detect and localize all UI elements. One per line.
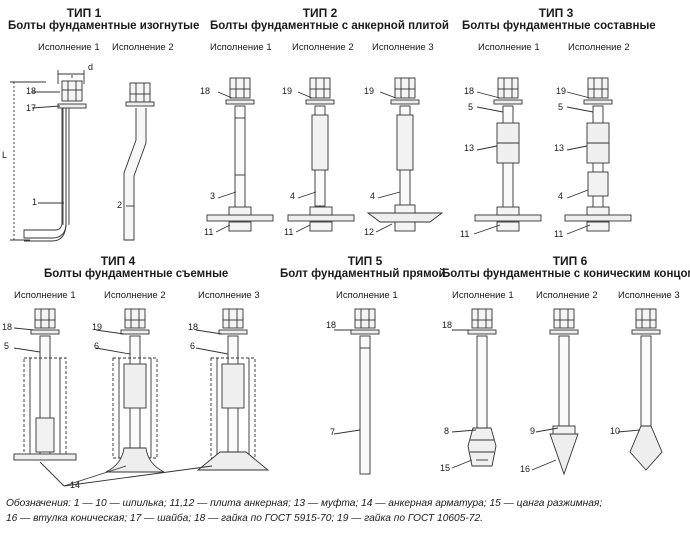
t4v2-callout-6: 6 xyxy=(94,341,100,351)
t1-variant-1: Исполнение 1 xyxy=(38,42,100,53)
legend-line-2: 16 — втулка коническая; 17 — шайба; 18 —… xyxy=(6,513,483,524)
t6-variant-1: Исполнение 1 xyxy=(452,290,514,301)
t2v2-callout-4: 4 xyxy=(290,191,296,201)
t4-subtitle: Болты фундаментные съемные xyxy=(44,268,229,280)
t1v2-bolt-drawing xyxy=(123,82,155,241)
t3-subtitle: Болты фундаментные составные xyxy=(462,20,656,32)
t4-variant-1: Исполнение 1 xyxy=(14,290,76,301)
t4v1-callout-5: 5 xyxy=(4,341,10,351)
t3v2-callout-19: 19 xyxy=(556,86,567,96)
t3-type-label: ТИП 3 xyxy=(538,6,574,20)
legend-line-1: Обозначения: 1 — 10 — шпилька; 11,12 — п… xyxy=(6,498,603,509)
t2-variant-1: Исполнение 1 xyxy=(210,42,272,53)
t5v1-callout-18: 18 xyxy=(326,320,337,330)
t3-variant-2: Исполнение 2 xyxy=(568,42,630,53)
t4-variant-2: Исполнение 2 xyxy=(104,290,166,301)
t4v2-callout-19: 19 xyxy=(92,322,103,332)
t4v2-bolt-drawing xyxy=(95,308,165,473)
t2-variant-2: Исполнение 2 xyxy=(292,42,354,53)
t4v3-callout-18: 18 xyxy=(188,322,199,332)
t6-subtitle: Болты фундаментные с коническим концом xyxy=(442,268,690,280)
t2v2-bolt-drawing xyxy=(287,77,355,233)
t2v1-callout-18: 18 xyxy=(200,86,211,96)
t2v3-callout-12: 12 xyxy=(364,227,375,237)
t5-subtitle: Болт фундаментный прямой xyxy=(280,268,446,280)
t3v1-bolt-drawing xyxy=(473,77,542,235)
t6v2-bolt-drawing xyxy=(531,308,579,476)
t2v1-callout-11: 11 xyxy=(204,227,214,237)
t5v1-callout-7: 7 xyxy=(330,427,336,437)
t1v1-callout-17: 17 xyxy=(26,103,37,113)
t1v1-bolt-drawing xyxy=(10,70,87,242)
t6-variant-3: Исполнение 3 xyxy=(618,290,680,301)
t4v3-callout-6: 6 xyxy=(190,341,196,351)
t3v1-callout-5: 5 xyxy=(468,102,474,112)
t4-shared-leader-lines xyxy=(39,461,213,487)
t2v3-callout-19: 19 xyxy=(364,86,375,96)
t6-type-label: ТИП 6 xyxy=(552,254,588,268)
t6v1-callout-18: 18 xyxy=(442,320,453,330)
t6-variant-2: Исполнение 2 xyxy=(536,290,598,301)
t5v1-bolt-drawing xyxy=(333,308,380,475)
t5-type-label: ТИП 5 xyxy=(347,254,383,268)
t2-type-label: ТИП 2 xyxy=(302,6,338,20)
t1v1-callout-1: 1 xyxy=(32,197,38,207)
t1v2-callout-2: 2 xyxy=(117,200,123,210)
t4v1-bolt-drawing xyxy=(13,308,77,461)
t1-dim-d: d xyxy=(88,62,94,72)
t6v2-callout-9: 9 xyxy=(530,426,536,436)
t6v1-callout-8: 8 xyxy=(444,426,450,436)
t4v3-bolt-drawing xyxy=(195,308,270,471)
t3v1-callout-18: 18 xyxy=(464,86,475,96)
t6v1-bolt-drawing xyxy=(451,308,497,469)
t6v3-bolt-drawing xyxy=(617,308,663,471)
t3v2-bolt-drawing xyxy=(564,77,632,235)
t2v1-bolt-drawing xyxy=(206,77,274,233)
t3-variant-1: Исполнение 1 xyxy=(478,42,540,53)
t4-callout-14: 14 xyxy=(70,480,81,490)
t1-subtitle: Болты фундаментные изогнутые xyxy=(8,20,200,32)
t3v2-callout-4: 4 xyxy=(558,191,564,201)
t6v1-callout-15: 15 xyxy=(440,463,451,473)
t5-variant-1: Исполнение 1 xyxy=(336,290,398,301)
t2-subtitle: Болты фундаментные с анкерной плитой xyxy=(210,20,449,32)
t4-type-label: ТИП 4 xyxy=(100,254,136,268)
t3v2-callout-13: 13 xyxy=(554,143,565,153)
t2v2-callout-19: 19 xyxy=(282,86,293,96)
t3v2-callout-11: 11 xyxy=(554,229,564,239)
t1v1-callout-18: 18 xyxy=(26,86,37,96)
t4-variant-3: Исполнение 3 xyxy=(198,290,260,301)
t3v2-callout-5: 5 xyxy=(558,102,564,112)
t2v1-callout-3: 3 xyxy=(210,191,216,201)
t1-variant-2: Исполнение 2 xyxy=(112,42,174,53)
t6v2-callout-16: 16 xyxy=(520,464,531,474)
t6v3-callout-10: 10 xyxy=(610,426,621,436)
t2v3-callout-4: 4 xyxy=(370,191,376,201)
t2v3-bolt-drawing xyxy=(366,77,444,233)
t1-type-label: ТИП 1 xyxy=(66,6,102,20)
t4v1-callout-18: 18 xyxy=(2,322,13,332)
t2-variant-3: Исполнение 3 xyxy=(372,42,434,53)
t3v1-callout-11: 11 xyxy=(460,229,470,239)
t3v1-callout-13: 13 xyxy=(464,143,475,153)
t2v2-callout-11: 11 xyxy=(284,227,294,237)
t1-dim-L: L xyxy=(2,150,8,160)
